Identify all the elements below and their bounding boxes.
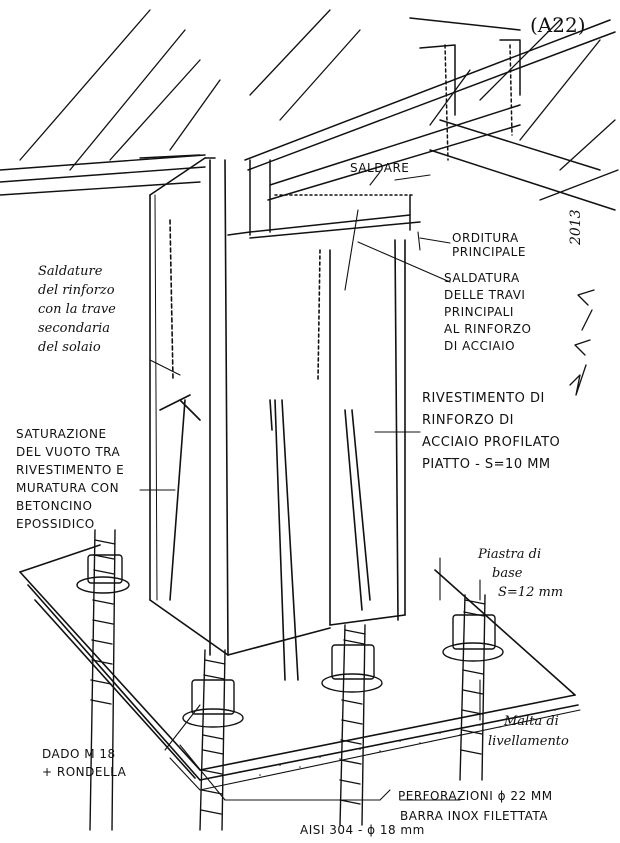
label-malta: Malta di livellamento	[488, 714, 569, 749]
label-barra: BARRA INOX FILETTATA	[400, 809, 548, 823]
label-saldature-rinforzo: Saldature del rinforzo con la trave seco…	[38, 264, 116, 355]
anchor-bolt-front	[182, 649, 244, 831]
label-piastra: Piastra di base S=12 mm	[478, 547, 564, 600]
main-girders	[244, 17, 616, 239]
author-signature	[569, 289, 595, 396]
secondary-beam	[0, 154, 206, 196]
label-saturazione: SATURAZIONE DEL VUOTO TRA RIVESTIMENTO E…	[16, 427, 125, 531]
label-rivestimento: RIVESTIMENTO DI RINFORZO DI ACCIAIO PROF…	[422, 391, 561, 472]
label-saldare: SALDARE	[350, 161, 410, 175]
sheet-code: (A22)	[530, 13, 586, 37]
anchor-bolt-right	[442, 594, 504, 781]
column-jacket	[149, 157, 406, 681]
label-aisi: AISI 304 - ϕ 18 mm	[300, 823, 425, 837]
label-dado: DADO M 18 + RONDELLA	[42, 747, 127, 779]
label-saldatura-travi: SALDATURA DELLE TRAVI PRINCIPALI AL RINF…	[444, 271, 532, 353]
signature-year: 2013	[568, 209, 584, 245]
label-orditura: ORDITURA PRINCIPALE	[452, 231, 526, 259]
leader-lines	[139, 171, 481, 801]
label-perforazioni: PERFORAZIONI ϕ 22 MM	[398, 789, 553, 803]
anchor-bolt-middle	[321, 624, 383, 826]
base-plate	[19, 544, 581, 791]
anchor-bolt-left	[76, 529, 130, 831]
mortar-texture	[239, 709, 556, 776]
roof-rafters	[19, 9, 619, 201]
